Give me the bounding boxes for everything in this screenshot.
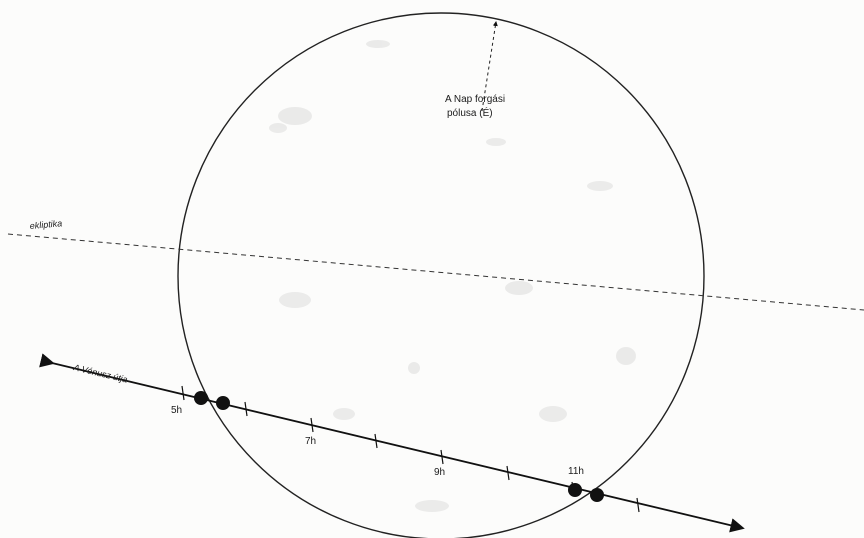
- time-label-5h: 5h: [171, 405, 182, 416]
- pole-label-line-1: A Nap forgási: [445, 94, 505, 105]
- venus-disk-marker: [590, 488, 604, 502]
- time-label-7h: 7h: [305, 436, 316, 447]
- venus-disk-marker: [216, 396, 230, 410]
- venus-disk-marker: [194, 391, 208, 405]
- time-label-11h: 11h: [568, 466, 584, 477]
- pole-label-line-2: pólusa (É): [447, 106, 493, 119]
- venus-disk-marker: [568, 483, 582, 497]
- time-label-9h: 9h: [434, 467, 445, 478]
